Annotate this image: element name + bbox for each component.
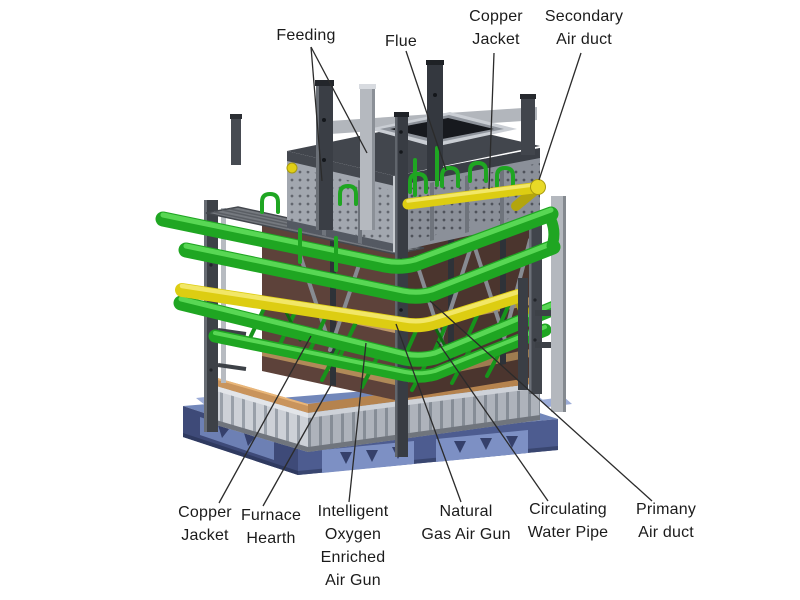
leader-line-furnace-hearth [262,384,332,507]
feeding-ports [230,60,536,230]
leader-line-natural-gas-air-gun [395,323,462,503]
callout-furnace-hearth: Furnace Hearth [240,507,302,547]
callout-natural-gas-air-gun: Natural Gas Air Gun [421,503,511,543]
leader-line-feeding [310,46,368,154]
callout-intelligent-oxygen-enriched-air-gun: Intelligent Oxygen Enriched Air Gun [317,503,389,589]
callout-primany-air-duct: Primany Air duct [635,501,697,541]
water-pipe-hoops [260,146,515,272]
leader-line-intelligent-oxygen-enriched-air-gun [348,342,367,503]
callout-copper-jacket-top: Copper Jacket [469,8,523,48]
center-frame-column [394,112,409,457]
leader-lines [218,46,653,507]
leader-line-secondary-air-duct [538,52,582,181]
leader-line-circulating-water-pipe [436,340,549,502]
callout-copper-jacket-bottom: Copper Jacket [178,504,232,544]
callout-flue: Flue [385,33,417,50]
circulating-water-pipe-upper-rings [155,206,561,304]
leader-line-flue [405,50,447,171]
callout-feeding: Feeding [276,27,336,44]
leader-line-primany-air-duct [429,300,653,502]
secondary-air-duct-pipe [402,179,546,211]
feeding-port-light [359,84,376,230]
feeding-port-dark [315,80,334,230]
leader-line-copper-jacket-bottom [218,335,312,504]
leader-line-copper-jacket-top [488,52,495,190]
callout-secondary-air-duct: Secondary Air duct [544,8,624,48]
callout-circulating-water-pipe: Circulating Water Pipe [527,501,609,541]
leader-line-feeding [310,46,323,182]
circulating-water-pipe-lower-rings [173,295,562,383]
